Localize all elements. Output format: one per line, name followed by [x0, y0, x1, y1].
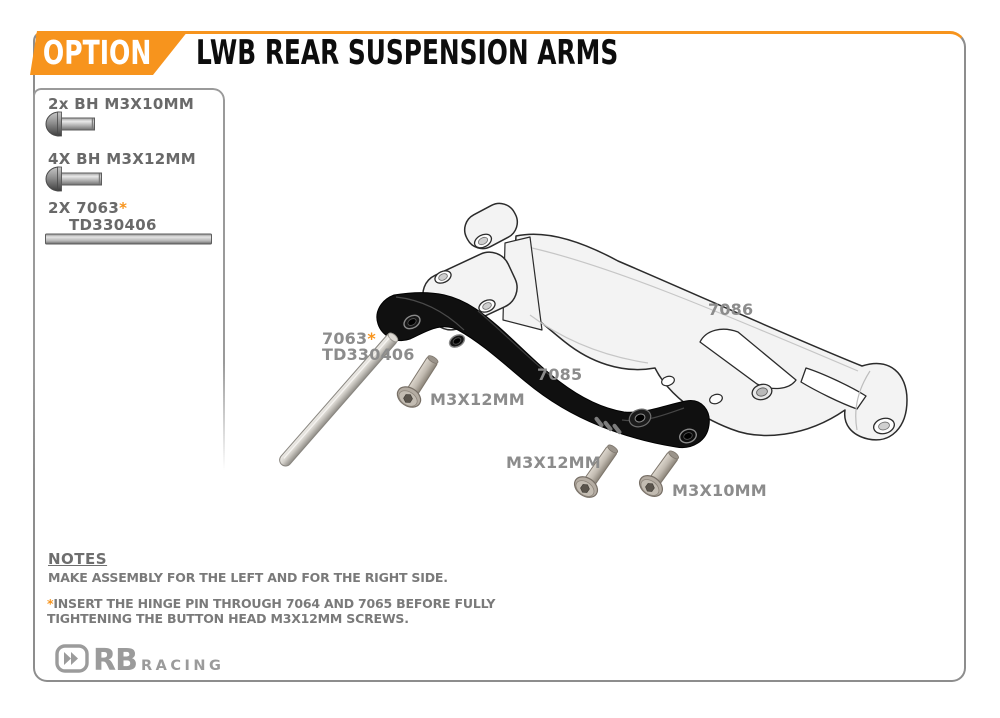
button-head-screw-10mm-icon	[45, 111, 95, 137]
label-m3x12-bottom: M3X12MM	[506, 453, 601, 472]
label-td330406: TD330406	[322, 345, 415, 364]
page-title: LWB REAR SUSPENSION ARMS	[196, 33, 619, 73]
parts-item-1-label: 2x BH M3X10MM	[48, 95, 195, 113]
hinge-pin-icon	[45, 233, 212, 245]
screw-m3x10-bottom-shape	[638, 450, 679, 497]
double-arrow-icon	[64, 652, 78, 665]
part-7085-shape	[376, 292, 710, 449]
label-7086: 7086	[708, 300, 754, 319]
notes-line-3: TIGHTENING THE BUTTON HEAD M3X12MM SCREW…	[47, 611, 409, 626]
label-m3x10-bottom: M3X10MM	[672, 481, 767, 500]
label-7085: 7085	[537, 365, 583, 384]
asterisk: *	[119, 199, 128, 217]
parts-list-panel	[33, 88, 225, 470]
brand-text: RB	[93, 643, 137, 675]
button-head-screw-12mm-icon	[45, 166, 102, 192]
exploded-diagram	[279, 202, 908, 498]
option-label: OPTION	[42, 33, 152, 72]
asterisk: *	[367, 329, 376, 348]
label-7063: 7063*	[322, 329, 376, 348]
screw-m3x12-bottom-shape	[573, 444, 619, 498]
label-m3x12-mid: M3X12MM	[430, 390, 525, 409]
hinge-pin-shape	[279, 332, 399, 467]
asterisk: *	[47, 596, 54, 611]
brand-logo: RB RACING	[55, 643, 224, 675]
brand-logo-icon	[55, 644, 89, 673]
notes-line-2: *INSERT THE HINGE PIN THROUGH 7064 AND 7…	[47, 596, 496, 611]
notes-line-1: MAKE ASSEMBLY FOR THE LEFT AND FOR THE R…	[48, 570, 448, 585]
screw-m3x12-mid-shape	[396, 355, 439, 408]
parts-item-3-sublabel: TD330406	[69, 216, 157, 234]
notes-heading: NOTES	[48, 550, 108, 568]
parts-item-2-label: 4X BH M3X12MM	[48, 150, 196, 168]
brand-suffix-text: RACING	[141, 658, 224, 674]
parts-item-3-label: 2X 7063*	[48, 199, 128, 217]
